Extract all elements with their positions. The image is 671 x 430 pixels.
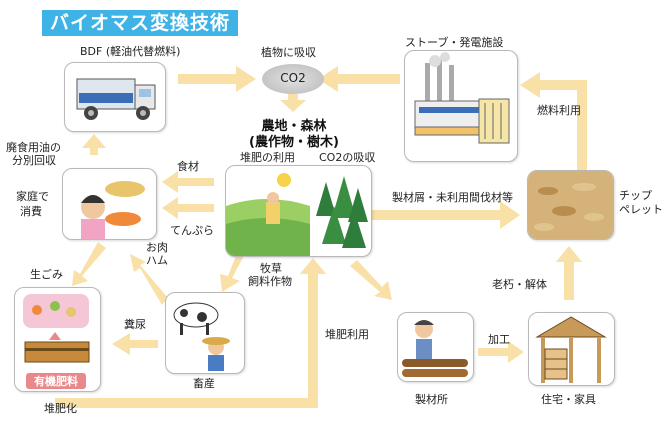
chip-label-1: チップ xyxy=(619,189,652,202)
aging-label: 老朽・解体 xyxy=(492,278,547,291)
co2-text: CO2 xyxy=(280,71,306,85)
arrow-farm-to-chip xyxy=(370,201,520,229)
manure-label: 糞尿 xyxy=(124,318,146,331)
composting-label: 堆肥化 xyxy=(44,402,77,415)
waste-oil-label-1: 廃食用油の xyxy=(6,141,61,154)
livestock-label: 畜産 xyxy=(193,377,215,390)
compost-use-top-label: 堆肥の利用 xyxy=(240,151,295,164)
arrow-home-to-garbage xyxy=(72,242,106,286)
food-label: 食材 xyxy=(177,160,199,173)
arrow-farm-to-livestock xyxy=(220,252,246,292)
waste-oil-label-2: 分別回収 xyxy=(12,154,56,167)
center-title-1: 農地・森林 xyxy=(261,119,327,134)
bdf-label: BDF (軽油代替燃料) xyxy=(80,45,181,58)
meat-label-1: お肉 xyxy=(146,241,168,254)
housing-label: 住宅・家具 xyxy=(541,393,596,406)
compost-use-label: 堆肥利用 xyxy=(325,328,369,341)
housing-panel xyxy=(528,312,615,386)
arrow-farm-to-sawmill xyxy=(350,260,392,300)
lumber-waste-label: 製材屑・未利用間伐材等 xyxy=(392,191,513,204)
arrow-stove-to-co2 xyxy=(318,66,400,92)
chip-panel xyxy=(527,170,614,240)
chip-label-2: ペレット xyxy=(619,203,663,216)
arrow-housing-to-chip xyxy=(556,246,582,300)
arrow-home-to-truck xyxy=(82,134,106,155)
stove-label: ストーブ・発電施設 xyxy=(405,36,504,49)
organic-fertilizer-tag xyxy=(26,373,86,389)
arrow-chip-to-stove xyxy=(520,72,587,170)
compost-illustration xyxy=(23,294,90,363)
arrow-truck-to-co2 xyxy=(178,66,256,92)
truck-icon xyxy=(76,78,156,120)
farm-forest-illustration xyxy=(226,173,368,256)
arrow-co2-to-farm xyxy=(280,94,306,112)
arrow-farm-to-home-food xyxy=(162,171,214,193)
plant-absorb-label: 植物に吸収 xyxy=(261,46,316,59)
home-panel xyxy=(62,168,157,240)
pasture-label-2: 飼料作物 xyxy=(248,275,292,288)
co2-absorb-label: CO2の吸収 xyxy=(319,151,376,164)
bdf-truck-panel xyxy=(64,62,166,132)
co2-cloud xyxy=(262,64,324,94)
home-label-1: 家庭で xyxy=(16,190,49,203)
arrow-farm-to-home-tempura xyxy=(162,197,214,219)
livestock-panel xyxy=(165,292,245,374)
wood-chip-illustration xyxy=(528,171,613,239)
raw-garbage-label: 生ごみ xyxy=(30,268,63,281)
center-title-2: (農作物・樹木) xyxy=(249,135,339,150)
farm-forest-panel xyxy=(225,165,372,257)
meat-label-2: ハム xyxy=(146,254,168,267)
cow-illustration xyxy=(173,302,230,371)
home-label-2: 消費 xyxy=(20,205,42,218)
arrow-sawmill-to-housing xyxy=(478,341,524,363)
arrow-livestock-to-home xyxy=(130,254,168,305)
power-plant-icon xyxy=(414,52,510,144)
page-title: バイオマス変換技術 xyxy=(42,10,239,36)
house-furniture-illustration xyxy=(535,316,607,383)
sawmill-illustration xyxy=(402,320,468,377)
sawmill-label: 製材所 xyxy=(415,393,448,406)
pasture-label-1: 牧草 xyxy=(260,262,282,275)
stove-panel xyxy=(404,50,518,162)
organic-fertilizer-label: 有機肥料 xyxy=(34,375,78,388)
arrow-livestock-to-compost xyxy=(112,333,158,355)
sawmill-panel xyxy=(397,312,474,382)
home-meal-illustration xyxy=(81,181,145,239)
processing-label: 加工 xyxy=(488,333,510,346)
fuel-use-label: 燃料利用 xyxy=(537,104,581,117)
tempura-label: てんぷら xyxy=(170,224,214,237)
